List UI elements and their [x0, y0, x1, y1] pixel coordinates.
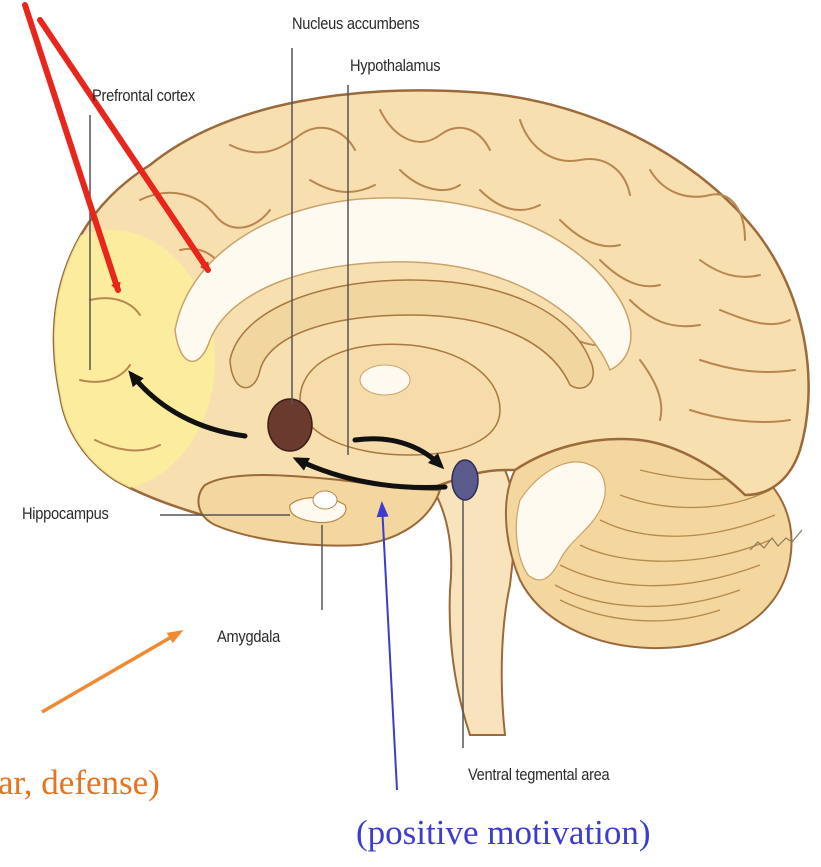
- nucleus-accumbens-structure: [268, 399, 312, 451]
- caption-positive-motivation: (positive motivation): [356, 813, 651, 853]
- label-hippocampus: Hippocampus: [22, 504, 109, 524]
- caption-defense: ar, defense): [0, 763, 160, 803]
- blue-arrow: [382, 505, 397, 790]
- orange-arrow: [42, 632, 180, 712]
- label-prefrontal-cortex: Prefrontal cortex: [92, 86, 195, 106]
- label-ventral-tegmental-area: Ventral tegmental area: [468, 765, 609, 785]
- label-nucleus-accumbens: Nucleus accumbens: [292, 14, 419, 34]
- amygdala-region: [313, 491, 337, 509]
- brainstem: [420, 470, 515, 735]
- vta-structure: [452, 460, 478, 500]
- label-hypothalamus: Hypothalamus: [350, 56, 440, 76]
- label-amygdala: Amygdala: [217, 627, 280, 647]
- red-arrow-prefrontal: [25, 5, 118, 290]
- thalamus-center: [360, 365, 410, 395]
